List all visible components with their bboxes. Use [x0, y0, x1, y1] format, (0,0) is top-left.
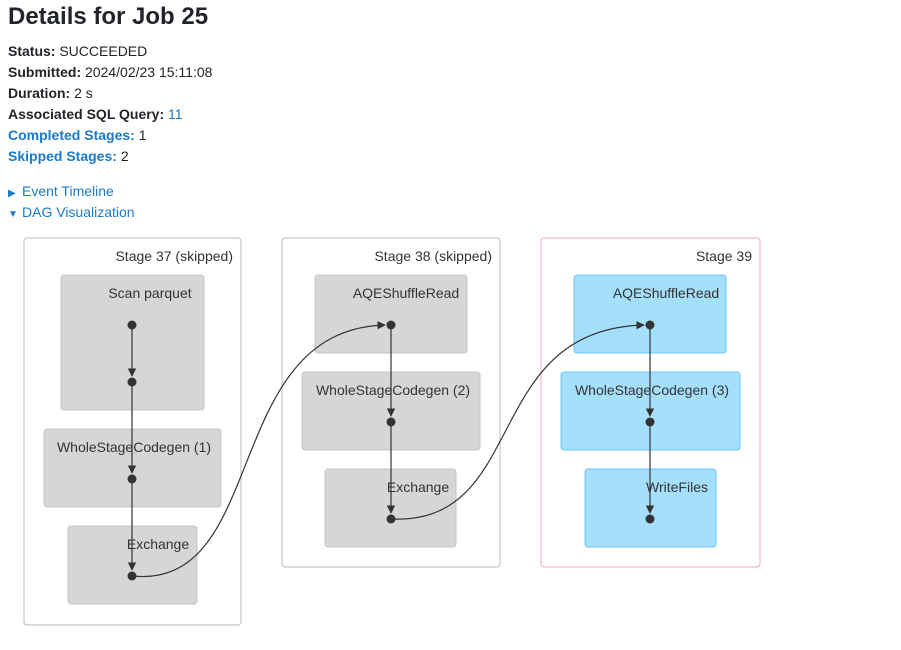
completed-stages-value: 1 [138, 127, 147, 143]
job-summary: Status: SUCCEEDED Submitted: 2024/02/23 … [8, 41, 212, 167]
dag-points [127, 320, 655, 581]
dag-graph: Stage 37 (skipped) Scan parquet WholeSta… [23, 237, 761, 626]
scan-parquet-label: Scan parquet [108, 285, 191, 301]
edge-stage38-to-stage39 [390, 321, 645, 520]
event-timeline-label: Event Timeline [22, 183, 114, 199]
submitted-row: Submitted: 2024/02/23 15:11:08 [8, 62, 212, 83]
submitted-label: Submitted: [8, 64, 82, 80]
point-wholestagecodegen-1[interactable] [127, 474, 137, 484]
aqeshuffleread-39-label: AQEShuffleRead [613, 285, 719, 301]
status-row: Status: SUCCEEDED [8, 41, 212, 62]
triangle-down-icon: ▼ [8, 209, 18, 220]
dag-edges [127, 321, 655, 577]
duration-value: 2 s [74, 85, 93, 101]
stage-37-label: Stage 37 (skipped) [115, 248, 233, 264]
status-label: Status: [8, 43, 56, 59]
page-title: Details for Job 25 [8, 3, 209, 30]
stage-39-label: Stage 39 [696, 248, 752, 264]
status-value: SUCCEEDED [59, 43, 148, 59]
edge-stage37-to-stage38 [131, 321, 386, 577]
exchange-37-label: Exchange [127, 536, 189, 552]
completed-stages-label: Completed Stages: [8, 127, 135, 143]
point-exchange-38[interactable] [386, 514, 396, 524]
sql-query-label: Associated SQL Query: [8, 106, 165, 122]
point-scan-parquet-out[interactable] [127, 377, 137, 387]
completed-stages-link[interactable]: Completed Stages: [8, 127, 135, 143]
submitted-value: 2024/02/23 15:11:08 [85, 64, 213, 80]
point-scan-parquet[interactable] [127, 320, 137, 330]
wholestagecodegen-1-label: WholeStageCodegen (1) [57, 439, 211, 455]
skipped-stages-label: Skipped Stages: [8, 148, 117, 164]
triangle-right-icon: ▶ [8, 188, 16, 199]
sql-query-row: Associated SQL Query: 11 [8, 104, 212, 125]
point-aqeshuffleread-38[interactable] [386, 320, 396, 330]
event-timeline-toggle[interactable]: ▶ Event Timeline [8, 181, 114, 204]
completed-stages-row: Completed Stages: 1 [8, 125, 212, 146]
duration-label: Duration: [8, 85, 71, 101]
writefiles-label: WriteFiles [646, 479, 708, 495]
aqeshuffleread-38-label: AQEShuffleRead [353, 285, 459, 301]
exchange-38-label: Exchange [387, 479, 449, 495]
point-wholestagecodegen-2[interactable] [386, 417, 396, 427]
skipped-stages-link[interactable]: Skipped Stages: [8, 148, 117, 164]
point-writefiles[interactable] [645, 514, 655, 524]
skipped-stages-value: 2 [120, 148, 129, 164]
dag-visualization-label: DAG Visualization [22, 204, 135, 220]
point-aqeshuffleread-39[interactable] [645, 320, 655, 330]
wholestagecodegen-2-label: WholeStageCodegen (2) [316, 382, 470, 398]
dag-visualization-toggle[interactable]: ▼ DAG Visualization [8, 202, 135, 225]
point-exchange-37[interactable] [127, 571, 137, 581]
stage-38-label: Stage 38 (skipped) [374, 248, 492, 264]
sql-query-link[interactable]: 11 [168, 106, 183, 122]
duration-row: Duration: 2 s [8, 83, 212, 104]
point-wholestagecodegen-3[interactable] [645, 417, 655, 427]
skipped-stages-row: Skipped Stages: 2 [8, 146, 212, 167]
wholestagecodegen-3-label: WholeStageCodegen (3) [575, 382, 729, 398]
